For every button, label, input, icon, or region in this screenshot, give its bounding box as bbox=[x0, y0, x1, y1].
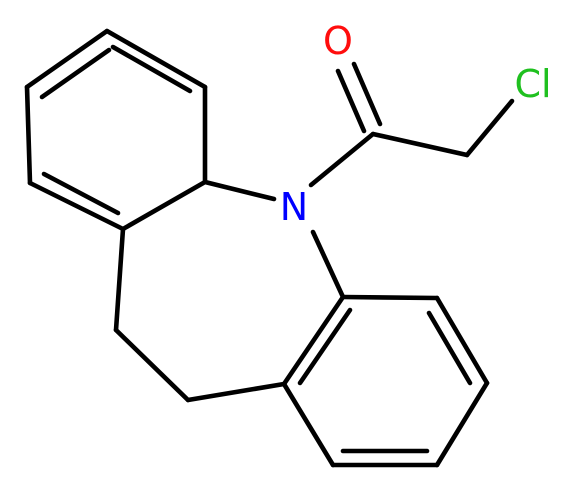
chloroacetyl-group bbox=[308, 61, 515, 188]
oxygen-atom-label: O bbox=[323, 19, 353, 63]
bond bbox=[41, 171, 121, 216]
bond bbox=[434, 295, 490, 386]
nitrogen-atom-label: N bbox=[280, 185, 308, 229]
right-benzene-ring bbox=[281, 294, 490, 468]
bond bbox=[434, 380, 490, 468]
bond bbox=[310, 229, 346, 300]
bond bbox=[202, 179, 277, 202]
bond bbox=[464, 98, 515, 158]
bond bbox=[24, 84, 33, 186]
bond bbox=[308, 131, 376, 188]
bond bbox=[113, 226, 126, 333]
chlorine-atom-label: Cl bbox=[514, 62, 551, 106]
bond bbox=[370, 131, 470, 158]
bond bbox=[297, 307, 353, 386]
bond bbox=[120, 179, 208, 232]
bond bbox=[281, 294, 346, 387]
azepine-ring bbox=[113, 179, 346, 403]
bond bbox=[335, 68, 367, 134]
bond bbox=[39, 47, 112, 100]
bond bbox=[185, 381, 287, 403]
bond bbox=[104, 28, 208, 90]
bond bbox=[24, 28, 110, 90]
bond bbox=[110, 44, 193, 94]
bond bbox=[351, 61, 383, 127]
bond bbox=[340, 294, 440, 301]
left-benzene-ring bbox=[24, 28, 208, 232]
bond bbox=[281, 381, 336, 468]
bond bbox=[27, 180, 126, 232]
bond bbox=[426, 310, 473, 386]
bond bbox=[113, 327, 191, 403]
